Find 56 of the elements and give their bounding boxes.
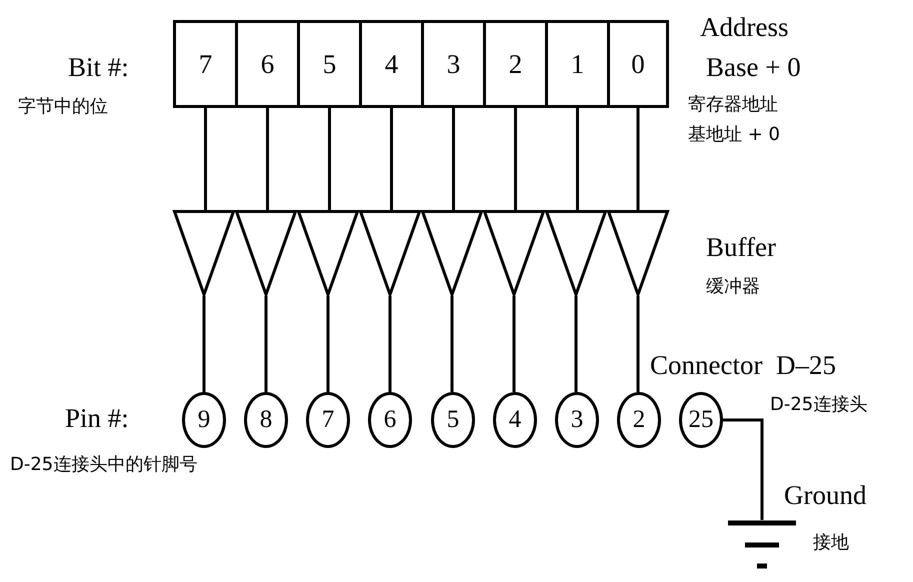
bit-cell: 7 xyxy=(173,20,238,108)
pin-circle: 7 xyxy=(306,392,350,448)
wire xyxy=(514,108,517,210)
bit-cell: 1 xyxy=(545,20,610,108)
connector-label: Connector D–25 xyxy=(650,350,836,381)
bit-cell: 5 xyxy=(297,20,362,108)
bit-cell: 0 xyxy=(607,20,669,108)
pin-circle: 6 xyxy=(368,392,412,448)
wire xyxy=(264,296,268,392)
buffer-triangle xyxy=(173,210,235,296)
ground-label: 接地 xyxy=(813,531,849,554)
buffer-label: Buffer xyxy=(706,232,776,263)
wire xyxy=(326,296,330,392)
buffer-triangle xyxy=(421,210,483,296)
pin-circle: 3 xyxy=(555,392,599,448)
connector-label: D-25连接头 xyxy=(770,393,868,416)
wire xyxy=(574,296,578,392)
wire xyxy=(723,418,764,520)
pin-circle: 25 xyxy=(679,392,723,448)
bit-label: 字节中的位 xyxy=(18,95,108,118)
buffer-triangle xyxy=(607,210,669,296)
wire xyxy=(204,108,207,210)
buffer-triangle xyxy=(359,210,421,296)
wire xyxy=(390,108,393,210)
wire xyxy=(636,296,640,392)
wire xyxy=(576,108,579,210)
buffer-triangle xyxy=(297,210,359,296)
address-label: 寄存器地址 xyxy=(688,93,778,116)
wire xyxy=(512,296,516,392)
wire xyxy=(266,108,269,210)
pin-circle: 9 xyxy=(182,392,226,448)
wire xyxy=(450,296,454,392)
buffer-label: 缓冲器 xyxy=(706,275,760,298)
pin-circle: 4 xyxy=(493,392,537,448)
address-label: Base + 0 xyxy=(706,52,801,83)
wire xyxy=(452,108,455,210)
buffer-triangle xyxy=(545,210,607,296)
pin-label: D-25连接头中的针脚号 xyxy=(10,453,198,476)
buffer-triangle xyxy=(235,210,297,296)
address-label: Address xyxy=(700,12,788,43)
pin-circle: 2 xyxy=(617,392,661,448)
buffer-triangle xyxy=(483,210,545,296)
pin-label: Pin #: xyxy=(65,403,129,434)
wire xyxy=(388,296,392,392)
bit-cell: 6 xyxy=(235,20,300,108)
bit-cell: 2 xyxy=(483,20,548,108)
bit-cell: 4 xyxy=(359,20,424,108)
pin-circle: 8 xyxy=(244,392,288,448)
wire xyxy=(202,296,206,392)
bit-cell: 3 xyxy=(421,20,486,108)
wire xyxy=(328,108,331,210)
bit-label: Bit #: xyxy=(68,52,129,83)
address-label: 基地址 + 0 xyxy=(688,123,780,146)
pin-circle: 5 xyxy=(431,392,475,448)
ground-label: Ground xyxy=(784,480,866,511)
wire xyxy=(636,108,640,210)
